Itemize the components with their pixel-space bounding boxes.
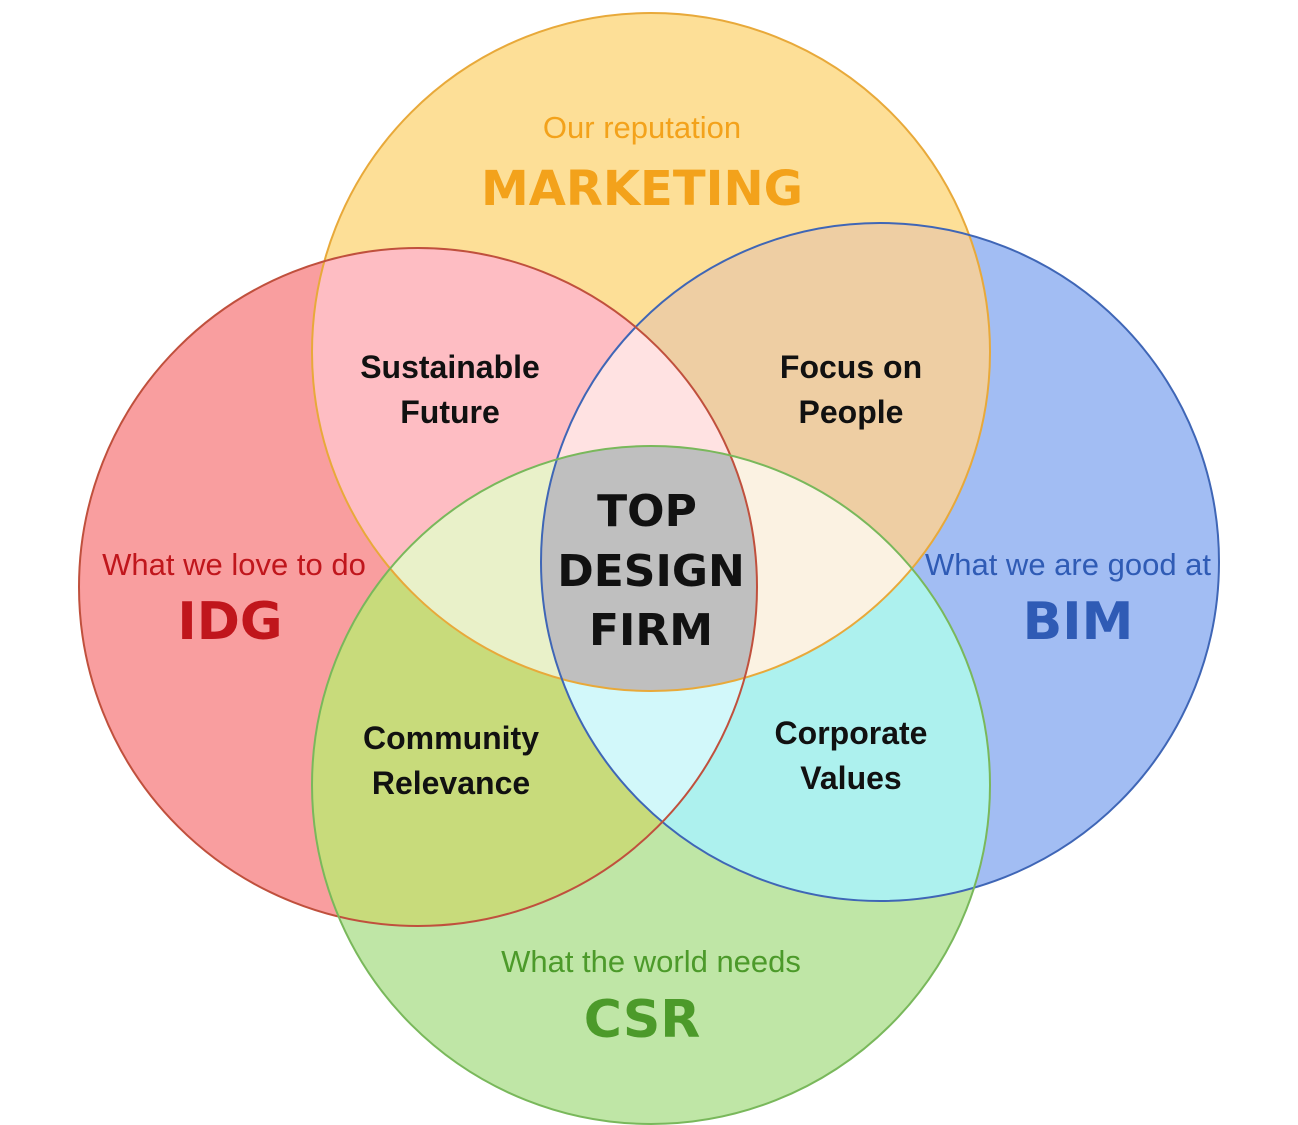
overlap-left-right-bottom-region — [541, 446, 757, 901]
csr-outline — [311, 445, 991, 1125]
overlap-focus-line1: Focus on — [780, 349, 922, 385]
bim-outline — [540, 222, 1220, 902]
overlap-corporate-line1: Corporate — [775, 715, 928, 751]
csr-title: CSR — [584, 990, 701, 1050]
overlap-focus-line2: People — [799, 394, 904, 430]
marketing-subtitle: Our reputation — [543, 110, 741, 145]
center-line2: DESIGN — [557, 546, 745, 597]
overlap-sustainable-line2: Future — [400, 394, 500, 430]
marketing-outline — [311, 12, 991, 692]
csr-subtitle: What the world needs — [501, 944, 801, 979]
bim-title: BIM — [1023, 592, 1134, 652]
idg-subtitle: What we love to do — [102, 547, 366, 582]
overlap-sustainable-line1: Sustainable — [360, 349, 540, 385]
center-line1: TOP — [597, 486, 697, 537]
bim-subtitle: What we are good at — [925, 547, 1211, 582]
overlap-corporate-line2: Values — [800, 760, 901, 796]
overlap-community-line2: Relevance — [372, 765, 530, 801]
overlap-top-left-bottom-region — [312, 446, 757, 691]
overlap-top-right-bottom-region — [541, 446, 990, 691]
center-line3: FIRM — [589, 605, 713, 656]
idg-outline — [78, 247, 758, 927]
marketing-title: MARKETING — [481, 161, 803, 217]
overlap-community-line1: Community — [363, 720, 539, 756]
idg-title: IDG — [177, 592, 282, 652]
